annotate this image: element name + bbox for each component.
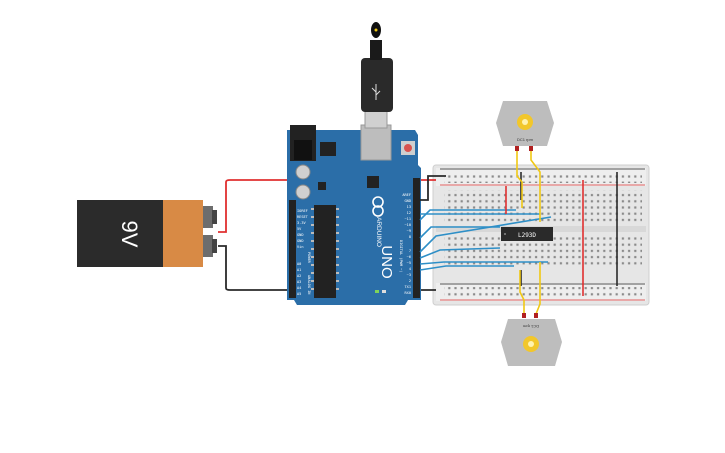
pin-gnd-2: GND bbox=[297, 239, 304, 243]
pin-10: ~10 bbox=[405, 223, 412, 227]
pin-vin: Vin bbox=[297, 245, 304, 249]
signal-wires[interactable] bbox=[419, 209, 552, 271]
atmega-chip bbox=[314, 205, 336, 298]
pin-gnd-3: GND bbox=[405, 199, 412, 203]
pin-2: 2 bbox=[409, 279, 411, 283]
arduino-power-wires[interactable] bbox=[420, 175, 446, 201]
arduino-model: UNO bbox=[378, 245, 395, 278]
dc-motor-top[interactable]: DC1 rpm bbox=[496, 101, 554, 146]
analog-section-label: ANALOG IN bbox=[307, 275, 311, 294]
motor-wires[interactable] bbox=[516, 150, 541, 315]
pin-5v: 5V bbox=[297, 227, 302, 231]
pin-8: 8 bbox=[409, 235, 411, 239]
pin-a2: A2 bbox=[297, 274, 301, 278]
pin-11: ~11 bbox=[405, 217, 412, 221]
pin-a0: A0 bbox=[297, 262, 301, 266]
digital-section-label: DIGITAL (PWM ~) bbox=[399, 240, 403, 272]
chip-label: L293D bbox=[518, 232, 536, 239]
battery-terminal-positive bbox=[203, 206, 213, 228]
pin-a1: A1 bbox=[297, 268, 301, 272]
pin-ioref: IOREF bbox=[297, 209, 308, 213]
pin-3v3: 3.3V bbox=[297, 221, 306, 225]
pin-6: ~6 bbox=[407, 255, 411, 259]
arduino-brand: ARDUINO bbox=[375, 217, 382, 247]
power-wires[interactable] bbox=[218, 179, 436, 291]
pin-rx0: RX0 bbox=[405, 291, 412, 295]
pin-9: ~9 bbox=[407, 229, 411, 233]
motor-bottom-label: DC1 rpm bbox=[522, 324, 539, 329]
usb-icon bbox=[371, 84, 381, 100]
battery-9v[interactable]: 9V bbox=[77, 200, 217, 267]
pin-4: 4 bbox=[409, 267, 411, 271]
pin-gnd-1: GND bbox=[297, 233, 304, 237]
pin-tx1: TX1 bbox=[405, 285, 412, 289]
pin-13: 13 bbox=[407, 205, 411, 209]
power-analog-header bbox=[289, 200, 296, 298]
arduino-logo-icon bbox=[372, 196, 384, 217]
pin-a5: A5 bbox=[297, 292, 301, 296]
arduino-uno-board[interactable]: ARDUINO UNO IOREF RESET 3.3V 5V GND GN bbox=[287, 124, 421, 305]
pin-3: ~3 bbox=[407, 273, 411, 277]
breadboard-jumpers[interactable] bbox=[505, 172, 618, 296]
motor-top-label: DC1 rpm bbox=[517, 137, 534, 142]
pin-12: 12 bbox=[407, 211, 411, 215]
pin-5: ~5 bbox=[407, 261, 411, 265]
pin-reset: RESET bbox=[297, 215, 309, 219]
reset-button[interactable] bbox=[404, 144, 412, 152]
l293d-chip[interactable]: L293D bbox=[501, 227, 553, 241]
dc-motor-bottom[interactable]: DC1 rpm bbox=[501, 319, 562, 366]
pin-aref: AREF bbox=[402, 193, 411, 197]
digital-header bbox=[413, 178, 420, 298]
battery-terminal-negative bbox=[203, 235, 213, 257]
usb-port bbox=[360, 124, 392, 161]
battery-label: 9V bbox=[117, 221, 142, 248]
power-section-label: POWER bbox=[307, 252, 311, 264]
pin-a3: A3 bbox=[297, 280, 301, 284]
pin-7: 7 bbox=[409, 249, 411, 253]
pin-a4: A4 bbox=[297, 286, 301, 290]
usb-cable[interactable] bbox=[361, 22, 393, 129]
